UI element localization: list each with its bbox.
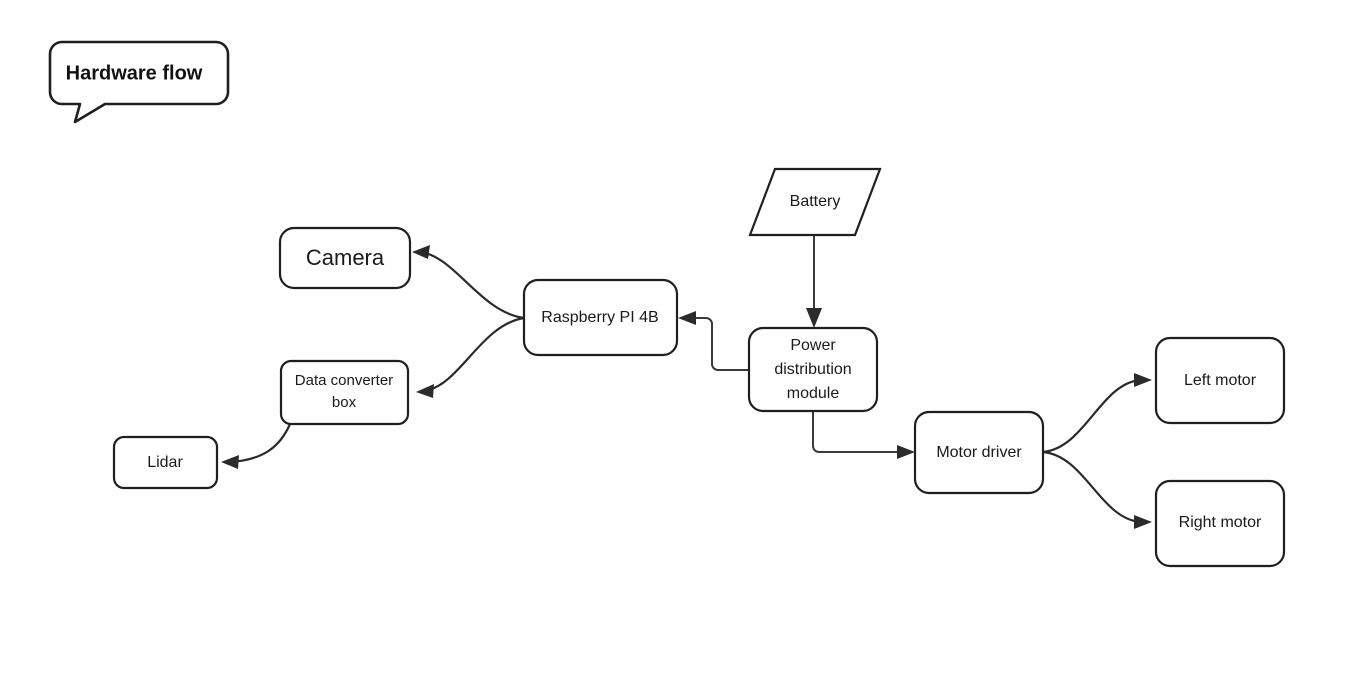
edge-path-driver-right: [1041, 450, 1142, 524]
edge-pi-to-data-converter: [416, 316, 526, 398]
node-lidar[interactable]: Lidar: [112, 435, 219, 490]
node-right-motor-label: Right motor: [1179, 514, 1262, 531]
node-raspberry-pi-shape: [522, 278, 679, 357]
edge-power-to-pi: [678, 311, 749, 371]
node-power-module-label-line3: module: [787, 385, 840, 402]
node-battery-shape: [748, 167, 882, 237]
node-data-converter-label-line1: Data converter: [295, 372, 393, 389]
node-motor-driver-label: Motor driver: [936, 444, 1022, 461]
node-left-motor[interactable]: Left motor: [1154, 336, 1286, 425]
node-right-motor-shape: [1154, 479, 1286, 568]
edge-driver-to-right-motor: [1041, 450, 1152, 529]
edge-converter-to-lidar: [221, 422, 292, 469]
page-title: Hardware flow: [66, 62, 203, 84]
node-battery-label: Battery: [790, 193, 841, 210]
arrow-head-raspberry-pi: [678, 311, 696, 325]
arrow-head-data-converter: [416, 384, 434, 398]
callout-bubble-shape: [48, 40, 230, 124]
arrow-head-lidar: [221, 455, 239, 469]
edge-pi-to-camera: [412, 245, 526, 320]
arrow-head-left-motor: [1134, 373, 1152, 387]
edge-path-pi-converter: [422, 316, 526, 393]
node-camera[interactable]: Camera: [278, 226, 412, 290]
edge-path-converter-lidar: [228, 422, 292, 464]
node-lidar-shape: [112, 435, 219, 490]
node-camera-shape: [278, 226, 412, 290]
edge-driver-to-left-motor: [1041, 373, 1152, 454]
node-right-motor[interactable]: Right motor: [1154, 479, 1286, 568]
node-battery[interactable]: Battery: [748, 167, 882, 237]
node-power-module-label-line1: Power: [790, 337, 836, 354]
edge-path-pi-camera: [418, 250, 526, 320]
edge-path-power-driver: [812, 411, 903, 453]
node-data-converter-shape: [279, 359, 410, 426]
edge-path-power-pi: [690, 317, 749, 371]
node-power-module-label-line2: distribution: [774, 361, 851, 378]
node-left-motor-label: Left motor: [1184, 372, 1257, 389]
node-data-converter-label-line2: box: [332, 394, 357, 411]
node-camera-label: Camera: [306, 245, 385, 270]
node-lidar-label: Lidar: [147, 454, 183, 471]
node-raspberry-pi[interactable]: Raspberry PI 4B: [522, 278, 679, 357]
arrow-head-camera: [412, 245, 430, 259]
node-motor-driver-shape: [913, 410, 1045, 495]
node-power-distribution-module[interactable]: Power distribution module: [747, 326, 879, 413]
edge-power-to-motor-driver: [812, 411, 915, 459]
node-raspberry-pi-label: Raspberry PI 4B: [541, 309, 658, 326]
edge-battery-to-power: [806, 235, 822, 328]
node-data-converter-box[interactable]: Data converter box: [279, 359, 410, 426]
edge-path-driver-left: [1041, 378, 1142, 454]
node-left-motor-shape: [1154, 336, 1286, 425]
title-callout[interactable]: Hardware flow: [48, 40, 230, 124]
arrow-head-motor-driver: [897, 445, 915, 459]
node-motor-driver[interactable]: Motor driver: [913, 410, 1045, 495]
arrow-head-power-module: [806, 308, 822, 328]
arrow-head-right-motor: [1134, 515, 1152, 529]
node-power-module-shape: [747, 326, 879, 413]
